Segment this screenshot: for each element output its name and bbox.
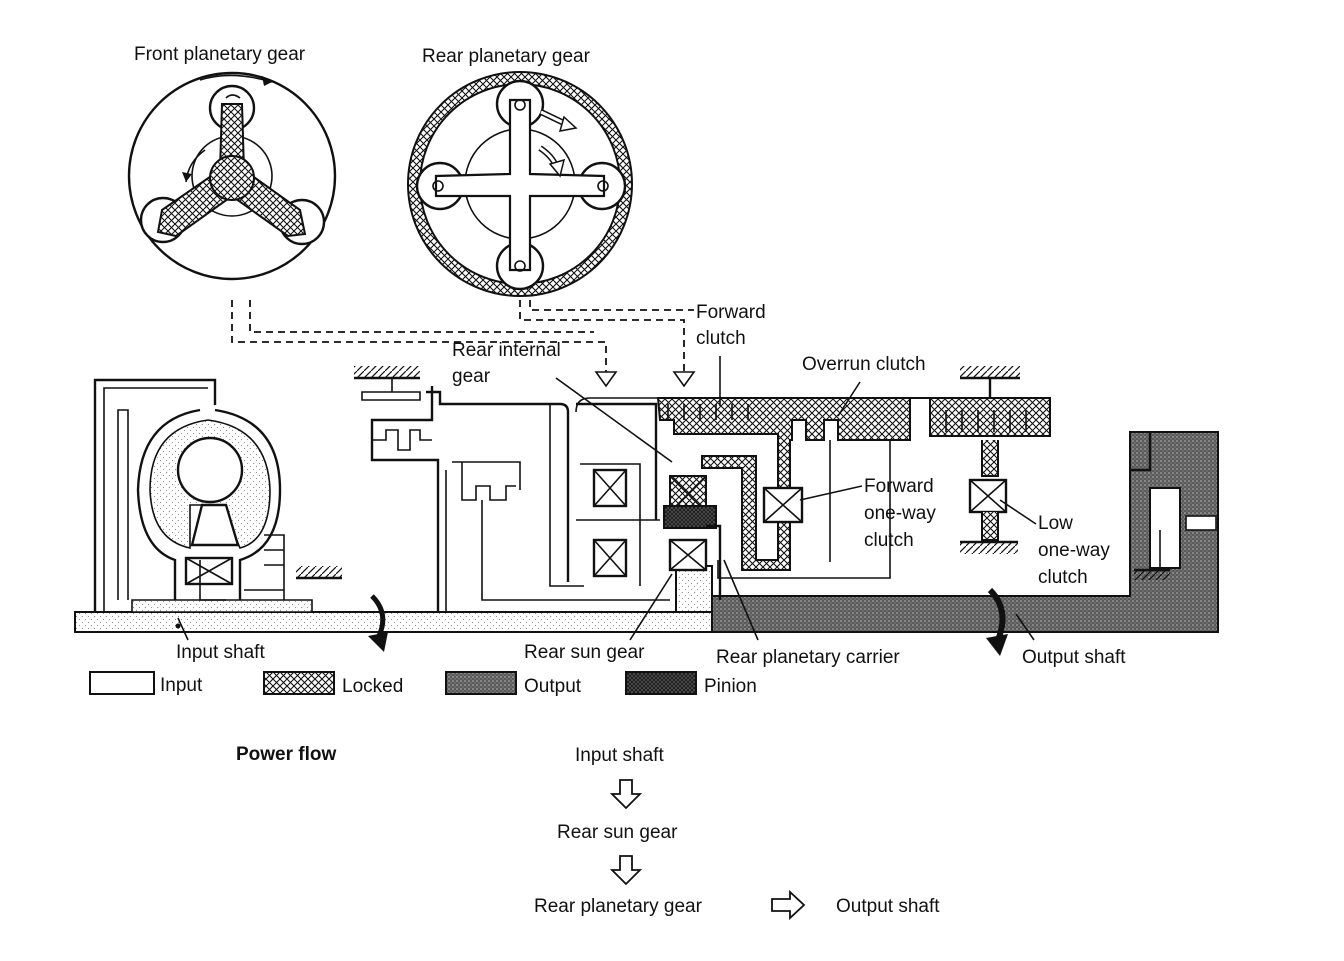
legend-label-pinion: Pinion — [704, 676, 757, 697]
locked-members — [575, 366, 1051, 579]
power-flow-title: Power flow — [236, 744, 337, 765]
input-drums — [354, 366, 670, 612]
label-rear-planetary-gear: Rear planetary gear — [422, 46, 591, 67]
label-forward-owc-1: Forward — [864, 476, 934, 497]
label-overrun-clutch: Overrun clutch — [802, 354, 926, 375]
label-forward-owc-2: one-way — [864, 503, 936, 524]
power-flow-step-input-shaft: Input shaft — [575, 745, 664, 766]
power-flow-step-rear-sun-gear: Rear sun gear — [557, 822, 678, 843]
label-low-owc-3: clutch — [1038, 567, 1088, 588]
label-forward-clutch-2: clutch — [696, 328, 746, 349]
label-front-planetary-gear: Front planetary gear — [134, 44, 306, 65]
legend-swatch-pinion — [625, 671, 697, 695]
label-input-shaft: Input shaft — [176, 642, 265, 663]
label-rear-sun-gear: Rear sun gear — [524, 642, 645, 663]
legend-label-input: Input — [160, 675, 203, 696]
dashed-leaders — [231, 300, 696, 388]
rotation-arrows — [368, 587, 1008, 656]
down-arrow-icon — [609, 779, 643, 810]
label-rear-planetary-carrier: Rear planetary carrier — [716, 647, 900, 668]
label-rear-internal-gear-2: gear — [452, 366, 491, 387]
legend-swatch-locked — [263, 671, 335, 695]
label-forward-owc-3: clutch — [864, 530, 914, 551]
input-shaft-body — [74, 565, 713, 633]
legend-swatch-output — [445, 671, 517, 695]
label-low-owc-2: one-way — [1038, 540, 1110, 561]
leader-lines — [175, 356, 1037, 641]
down-arrow-icon — [609, 855, 643, 886]
label-rear-internal-gear-1: Rear internal — [452, 340, 561, 361]
label-low-owc-1: Low — [1038, 513, 1073, 534]
label-forward-clutch-1: Forward — [696, 302, 766, 323]
legend: Input Locked Output Pinion — [89, 671, 757, 697]
legend-label-locked: Locked — [342, 676, 403, 697]
right-arrow-icon — [771, 889, 806, 921]
label-output-shaft: Output shaft — [1022, 647, 1126, 668]
legend-swatch-input — [89, 671, 155, 695]
front-planetary-gear — [127, 71, 337, 281]
power-flow-step-output-shaft: Output shaft — [836, 896, 940, 917]
rear-planetary-gear — [407, 71, 633, 297]
torque-converter — [93, 378, 342, 612]
ground-mount-right — [1134, 530, 1170, 580]
power-flow-step-rear-planetary-gear: Rear planetary gear — [534, 896, 703, 917]
rear-planetary-set — [663, 475, 722, 600]
output-shaft-body — [711, 431, 1219, 633]
legend-label-output: Output — [524, 676, 582, 697]
power-flow: Power flow Input shaft Rear sun gear Rea… — [236, 744, 940, 921]
